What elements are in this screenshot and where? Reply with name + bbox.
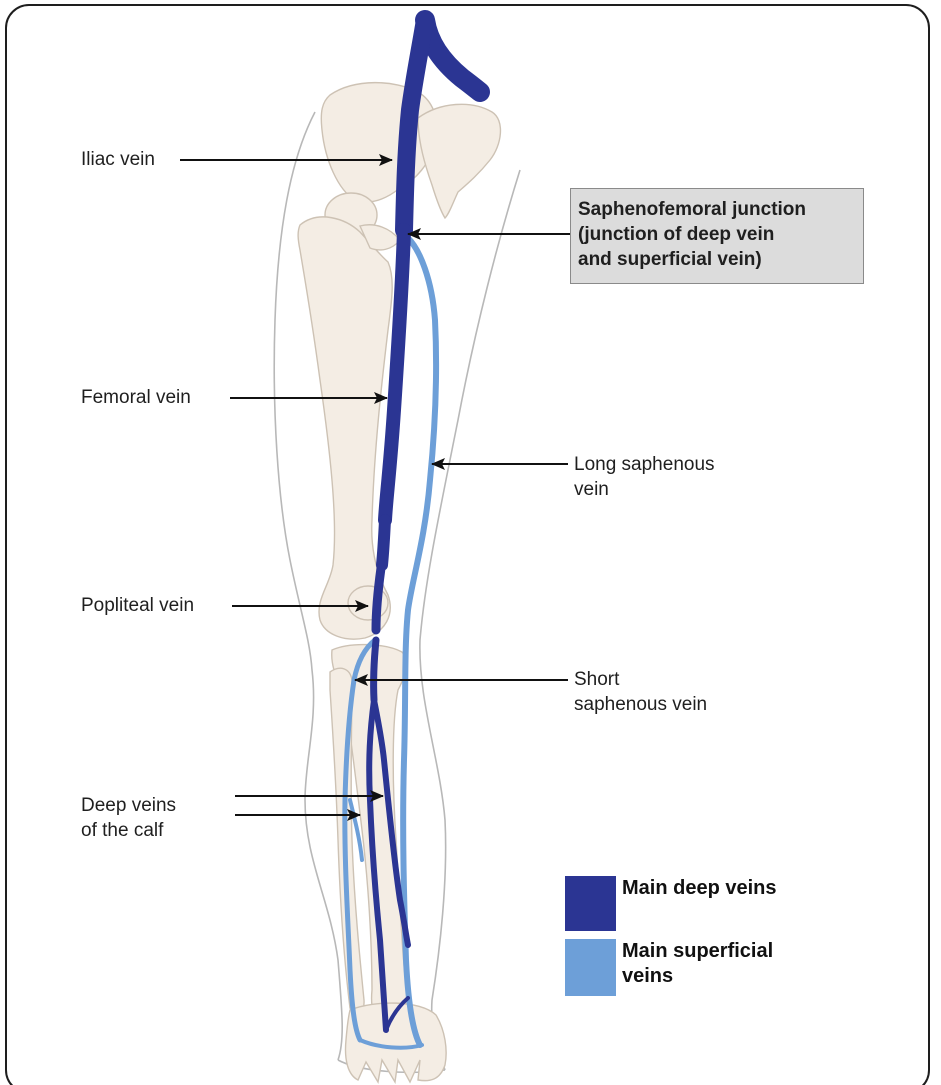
label-long-saphenous-line2: vein [574,478,609,502]
legend-swatch-superficial-veins [565,939,616,996]
sacrum [418,104,500,218]
label-long-saphenous-line1: Long saphenous [574,453,715,477]
legend-label-deep-veins: Main deep veins [622,876,777,900]
label-popliteal-vein: Popliteal vein [81,594,194,618]
junction-line-3: and superficial vein) [578,247,863,272]
popliteal-vein [376,568,381,630]
saphenofemoral-junction-box: Saphenofemoral junction (junction of dee… [570,188,864,284]
label-iliac-vein: Iliac vein [81,148,155,172]
junction-line-1: Saphenofemoral junction [578,197,863,222]
label-deep-veins-calf-line1: Deep veins [81,794,176,818]
junction-line-2: (junction of deep vein [578,222,863,247]
label-deep-veins-calf-line2: of the calf [81,819,163,843]
label-short-saphenous-line2: saphenous vein [574,693,707,717]
legend-swatch-deep-veins [565,876,616,931]
iliac-upper-branch [425,20,480,92]
label-short-saphenous-line1: Short [574,668,619,692]
label-femoral-vein: Femoral vein [81,386,191,410]
legend-label-superficial-veins-line1: Main superficial [622,939,773,963]
legend-label-superficial-veins-line2: veins [622,964,673,988]
